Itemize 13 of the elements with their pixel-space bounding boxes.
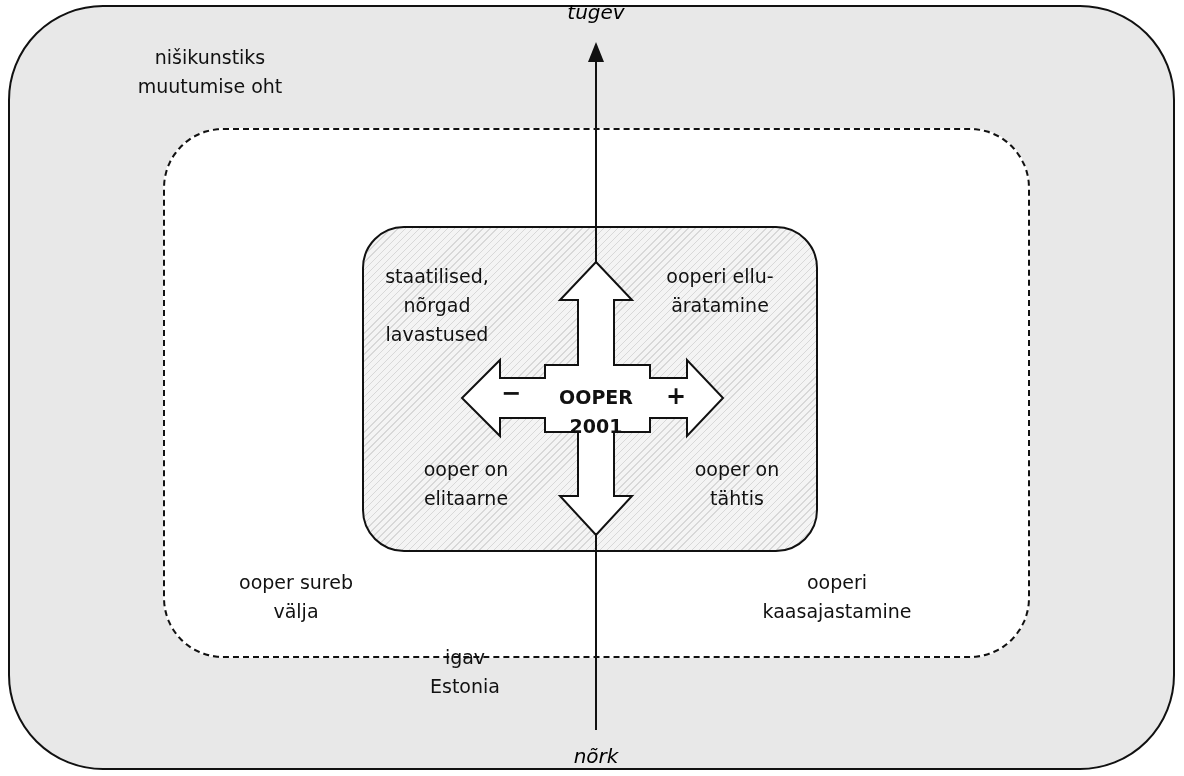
quadrant-text: staatilised, nõrgad lavastused: [384, 264, 490, 347]
note-text: nišikunstiks muutumise oht: [136, 45, 284, 99]
quadrant-text: ooperi ellu- äratamine: [665, 264, 775, 318]
inner-region: [362, 226, 818, 552]
outer-region: [8, 5, 1175, 770]
plus-sign: +: [665, 382, 687, 411]
quadrant-text: ooper on tähtis: [693, 457, 781, 511]
minus-sign: −: [500, 379, 522, 408]
axis-label: tugev: [567, 0, 625, 24]
note-text: ooper sureb välja: [238, 570, 354, 624]
note-text: ooperi kaasajastamine: [761, 570, 913, 624]
axis-label: nõrk: [573, 744, 619, 768]
quadrant-text: ooper on elitaarne: [422, 457, 510, 511]
